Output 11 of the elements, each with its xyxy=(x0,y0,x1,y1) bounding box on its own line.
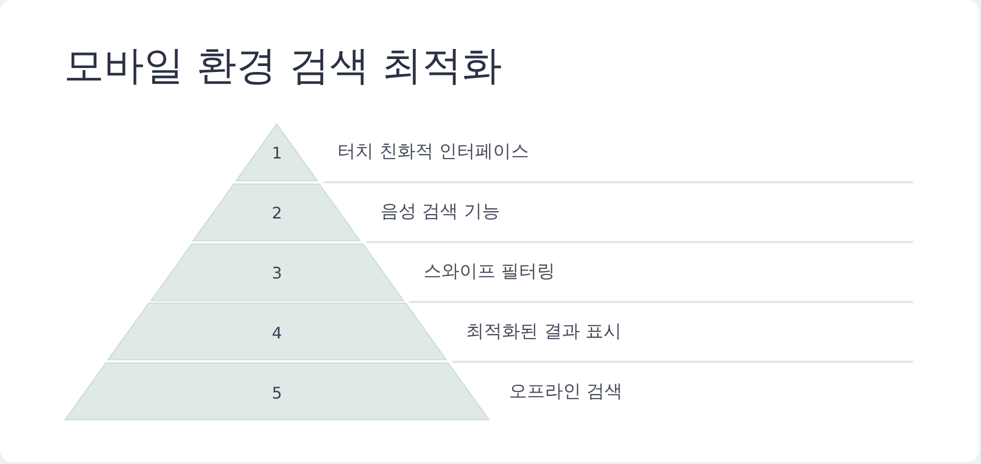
tier-number: 5 xyxy=(272,383,282,404)
tier-number: 1 xyxy=(272,144,282,164)
tier-label: 터치 친화적 인터페이스 xyxy=(338,140,530,164)
tier-label: 스와이프 필터링 xyxy=(423,260,556,284)
tier-number: 3 xyxy=(272,264,282,284)
tier-number: 4 xyxy=(272,323,282,344)
tier-label: 음성 검색 기능 xyxy=(380,200,500,224)
tier-label: 최적화된 결과 표시 xyxy=(466,320,622,344)
tier-label: 오프라인 검색 xyxy=(509,380,623,404)
title: 모바일 환경 검색 최적화 xyxy=(64,42,502,91)
tier-number: 2 xyxy=(272,204,282,224)
